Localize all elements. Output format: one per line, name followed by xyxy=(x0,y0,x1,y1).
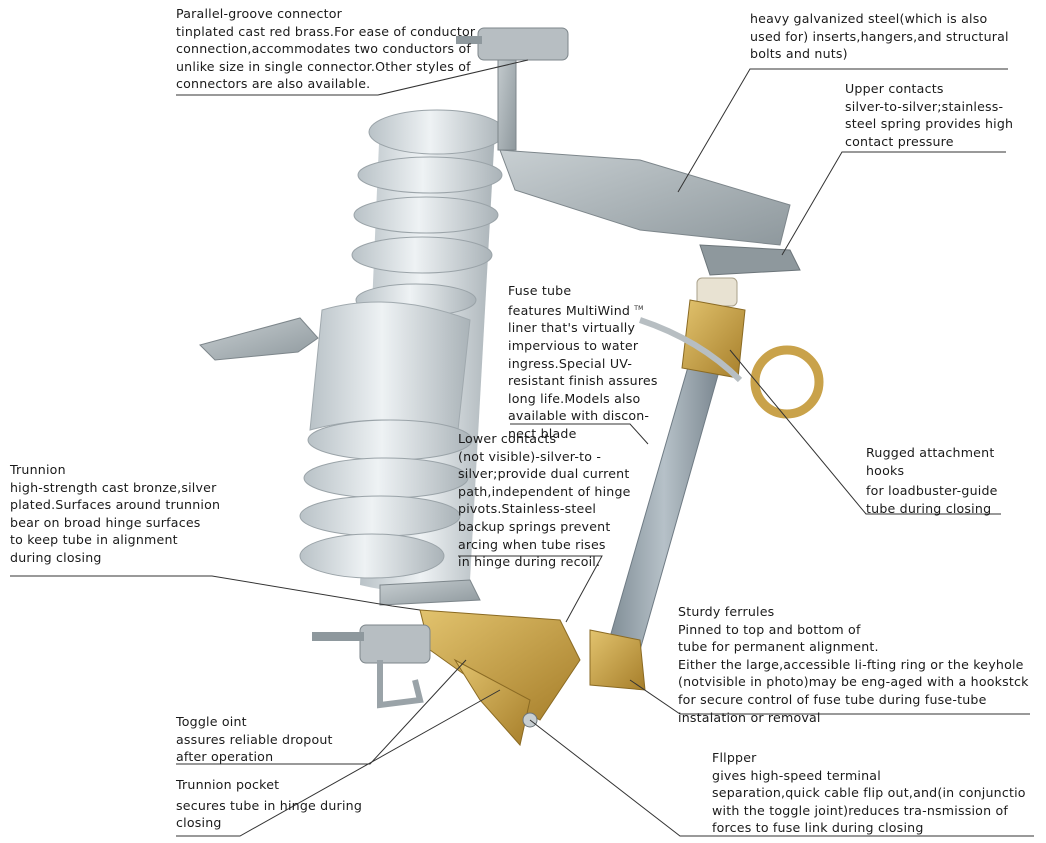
connector-line-2: tinplated cast red brass.For ease of con… xyxy=(176,23,476,39)
fuse-tube xyxy=(607,277,824,651)
connector-line-3: connection,accommodates two conductors o… xyxy=(176,41,472,57)
fuse-tube-line-6: resistant finish assures xyxy=(508,373,658,389)
upper-contacts-line-3: steel spring provides high xyxy=(845,116,1014,132)
lower-contacts-line-4: path,independent of hinge xyxy=(458,483,631,499)
trunnion-pocket-callout: Trunnion pocket secures tube in hinge du… xyxy=(176,776,362,832)
trunnion-pocket-line-3: closing xyxy=(176,815,222,831)
fuse-tube-line-5: ingress.Special UV- xyxy=(508,355,633,371)
trunnion-pocket-line-2: secures tube in hinge during xyxy=(176,797,363,813)
flipper-line-4: with the toggle joint)reduces tra-nsmiss… xyxy=(712,802,1009,818)
attachment-hooks-callout: Rugged attachment hooks for loadbuster-g… xyxy=(866,444,998,517)
upper-contacts-callout: Upper contacts silver-to-silver;stainles… xyxy=(845,80,1013,150)
fuse-tube-line-1: Fuse tube xyxy=(508,283,572,298)
ferrules-callout: Sturdy ferrules Pinned to top and bottom… xyxy=(678,603,1029,726)
fuse-tube-line-4: impervious to water xyxy=(508,337,639,353)
lower-contacts-line-5: pivots.Stainless-steel xyxy=(458,501,597,517)
top-connector xyxy=(456,27,801,276)
upper-contacts-line-4: contact pressure xyxy=(845,133,954,149)
ferrules-line-7: instalation or removal xyxy=(678,709,821,725)
trademark-mark: TM xyxy=(634,304,644,312)
connector-line-1: Parallel-groove connector xyxy=(176,6,343,21)
lower-hinge xyxy=(312,579,646,747)
ferrules-line-4: Either the large,accessible li-fting rin… xyxy=(678,656,1024,672)
connector-line-4: unlike size in single connector.Other st… xyxy=(176,58,471,74)
mounting-bracket xyxy=(199,317,319,361)
fuse-tube-line-2-text: features MultiWind xyxy=(508,302,631,318)
fuse-tube-line-8: available with discon- xyxy=(508,408,650,424)
ferrules-line-5: (notvisible in photo)may be eng-aged wit… xyxy=(678,674,1029,690)
fuse-tube-line-2: features MultiWind TM xyxy=(508,300,658,320)
galvanized-line-2: used for) inserts,hangers,and structural xyxy=(750,28,1009,44)
attachment-hooks-line-4: tube during closing xyxy=(866,500,992,516)
fuse-tube-line-9: nect blade xyxy=(508,425,577,441)
trunnion-line-3: plated.Surfaces around trunnion xyxy=(10,497,221,513)
ferrules-line-2: Pinned to top and bottom of xyxy=(678,621,861,637)
lower-contacts-line-2: (not visible)-silver-to - xyxy=(458,448,602,464)
trunnion-line-1: Trunnion xyxy=(10,462,66,477)
porcelain-insulator xyxy=(299,109,506,592)
connector-callout: Parallel-groove connector tinplated cast… xyxy=(176,5,475,93)
ferrules-line-6: for secure control of fuse tube during f… xyxy=(678,691,987,707)
lower-contacts-line-6: backup springs prevent xyxy=(458,518,611,534)
ferrules-line-3: tube for permanent alignment. xyxy=(678,639,879,655)
trunnion-line-4: bear on broad hinge surfaces xyxy=(10,514,201,530)
flipper-line-2: gives high-speed terminal xyxy=(712,767,881,783)
galvanized-callout: heavy galvanized steel(which is also use… xyxy=(750,10,1009,63)
lower-contacts-line-8: in hinge during recoil. xyxy=(458,554,601,570)
galvanized-line-1: heavy galvanized steel(which is also xyxy=(750,11,988,26)
fuse-tube-line-3: liner that's virtually xyxy=(508,320,636,336)
lower-contacts-line-3: silver;provide dual current xyxy=(458,466,630,482)
galvanized-line-3: bolts and nuts) xyxy=(750,46,848,62)
fuse-tube-line-7: long life.Models also xyxy=(508,390,641,406)
leader-lines xyxy=(10,59,1034,837)
upper-contacts-line-2: silver-to-silver;stainless- xyxy=(845,98,1004,114)
upper-contacts-line-1: Upper contacts xyxy=(845,81,944,96)
toggle-line-2: assures reliable dropout xyxy=(176,731,333,747)
trunnion-pocket-line-1: Trunnion pocket xyxy=(176,777,280,792)
attachment-hooks-line-3: for loadbuster-guide xyxy=(866,483,998,499)
flipper-line-5: forces to fuse link during closing xyxy=(712,820,924,836)
flipper-line-3: separation,quick cable flip out,and(in c… xyxy=(712,785,1026,801)
attachment-hooks-line-1: Rugged attachment xyxy=(866,445,995,460)
lower-contacts-line-7: arcing when tube rises xyxy=(458,536,606,552)
lower-contacts-callout: Lower contacts (not visible)-silver-to -… xyxy=(458,430,631,571)
toggle-callout: Toggle oint assures reliable dropout aft… xyxy=(176,713,333,766)
trunnion-line-5: to keep tube in alignment xyxy=(10,532,178,548)
fuse-tube-callout: Fuse tube features MultiWind TM liner th… xyxy=(508,282,658,443)
flipper-line-1: Fllpper xyxy=(712,750,757,765)
lower-contacts-line-1: Lower contacts xyxy=(458,431,557,446)
trunnion-line-6: during closing xyxy=(10,549,102,565)
ferrules-line-1: Sturdy ferrules xyxy=(678,604,775,619)
trunnion-line-2: high-strength cast bronze,silver xyxy=(10,479,217,495)
flipper-callout: Fllpper gives high-speed terminal separa… xyxy=(712,749,1026,837)
toggle-line-3: after operation xyxy=(176,749,274,765)
trunnion-callout: Trunnion high-strength cast bronze,silve… xyxy=(10,461,220,567)
attachment-hooks-line-2: hooks xyxy=(866,462,905,478)
connector-line-5: connectors are also available. xyxy=(176,76,371,92)
toggle-line-1: Toggle oint xyxy=(176,714,247,729)
